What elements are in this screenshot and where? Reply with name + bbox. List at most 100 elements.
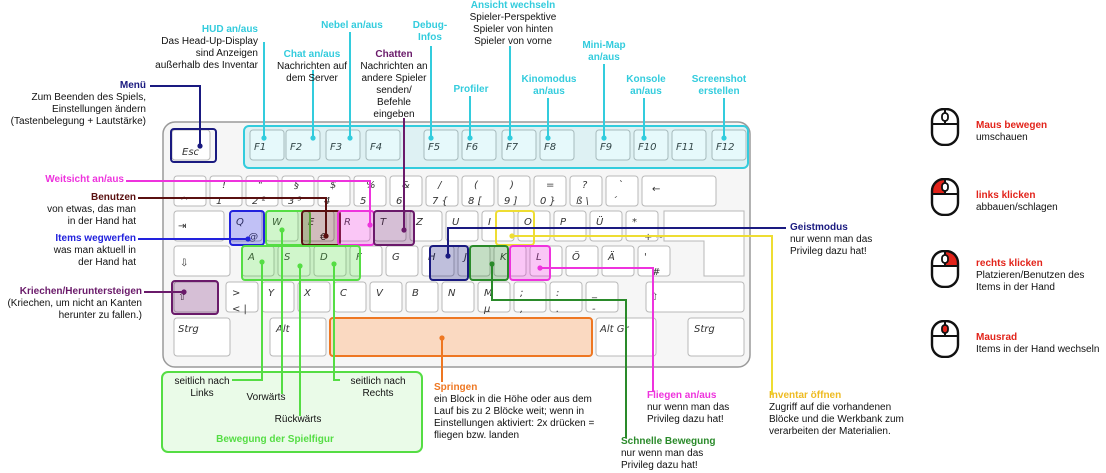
key-y-row-label-1: Y (268, 288, 275, 299)
move-right-label: seitlich nach Rechts (350, 376, 406, 399)
t-highlight (373, 210, 415, 246)
chatten-line-dot (401, 227, 407, 233)
key-tab-label: ⇥ (178, 221, 186, 232)
key-num-top-6: & (402, 180, 410, 191)
key-y-row-label-0: > (232, 288, 240, 299)
key-shift-right-label: ⇧ (650, 292, 658, 303)
ghost-label: Geistmodus nur wenn man das Privileg daz… (790, 222, 873, 257)
key-y-row-label-2: X (303, 288, 312, 299)
key-y-row-label-8: ; (520, 288, 523, 299)
key-num-top-2: " (258, 180, 263, 191)
key-y-row-label-9: : (556, 288, 559, 299)
key-q-row-5 (409, 210, 443, 242)
key-capslock (173, 245, 231, 277)
console-label: Konsole an/aus (626, 74, 666, 97)
key-strg-left (173, 317, 231, 357)
esc-highlight (170, 128, 217, 163)
key-q-row-label-2: E (308, 217, 315, 228)
key-num-8 (461, 175, 495, 207)
key-num-11 (569, 175, 603, 207)
mouse-wheel (941, 112, 949, 122)
move-title-label: Bewegung der Spielfigur (216, 434, 334, 445)
key-q-row-label-7: I (488, 217, 491, 228)
key-q-row-label-0: Q (236, 217, 244, 228)
key-f12 (711, 129, 747, 161)
key-a-row-label-0: A (247, 252, 255, 263)
key-y-row-10 (585, 281, 619, 313)
key-f1-label: F1 (254, 142, 266, 153)
hud-label: HUD an/aus Das Head-Up-Display sind Anze… (155, 24, 258, 71)
key-num-bot-1: 1 (216, 196, 222, 207)
key-y-row-3 (333, 281, 367, 313)
key-y-row-sub-7: µ (483, 304, 490, 315)
view-line-dot (507, 135, 513, 141)
key-num-bot-8: 8 [ (468, 196, 483, 207)
screenshot-label: Screenshot erstellen (691, 74, 747, 97)
minimap-label: Mini-Map an/aus (582, 40, 626, 63)
key-f7-label: F7 (506, 142, 519, 153)
key-num-top-12: ` (618, 179, 623, 191)
fly-line (540, 267, 654, 392)
key-num-12 (605, 175, 639, 207)
key-y-row-2 (297, 281, 331, 313)
inventory-line-dot (509, 233, 515, 239)
key-q-row-sub-11: + ~ (644, 232, 664, 243)
key-y-row-sub-10: - (592, 304, 596, 315)
debug-line-dot (428, 135, 434, 141)
use-label: Benutzen von etwas, das man in der Hand … (47, 192, 136, 227)
key-q-row-label-6: U (452, 217, 460, 228)
key-f11 (671, 129, 707, 161)
fog-line-dot (347, 135, 353, 141)
move-left-label: seitlich nach Links (174, 376, 230, 399)
key-f4 (365, 129, 401, 161)
cinema-line-dot (545, 135, 551, 141)
move-left-line (232, 262, 263, 381)
key-f2-label: F2 (290, 142, 302, 153)
key-num-bot-3: 3 ³ (288, 196, 302, 207)
inventory-line (512, 235, 773, 395)
key-y-row-label-3: C (340, 288, 347, 299)
key-q-row-label-5: Z (415, 217, 424, 228)
key-backspace (641, 175, 717, 207)
move-left-line-dot (259, 259, 265, 265)
key-num-top-9: ) (509, 180, 514, 191)
key-num-10 (533, 175, 567, 207)
key-a-row-label-5: H (428, 252, 436, 263)
key-num-bot-12: ´ (612, 195, 618, 207)
key-f10-label: F10 (638, 142, 656, 153)
mouse-wheel (941, 324, 949, 334)
ghost-line-dot (445, 253, 451, 259)
move-fwd-line-dot (279, 227, 285, 233)
mouse-wheel-icon (930, 320, 960, 358)
key-q-row-label-1: W (272, 217, 283, 228)
key-capslock-label: ⇩ (180, 258, 188, 269)
key-q-row-6 (445, 210, 479, 242)
e-highlight (301, 210, 341, 246)
key-q-row-11 (625, 210, 659, 242)
key-q-row-7 (481, 210, 515, 242)
key-esc-label: Esc (182, 147, 200, 158)
key-strg-left-label: Strg (178, 324, 199, 335)
key-y-row-8 (513, 281, 547, 313)
key-num-bot-6: 6 (396, 196, 402, 207)
farview-label: Weitsicht an/aus (45, 174, 124, 185)
cinema-label: Kinomodus an/aus (521, 74, 577, 97)
key-y-row-label-7: M (484, 288, 493, 299)
key-f1 (249, 129, 285, 161)
key-f3-label: F3 (330, 142, 342, 153)
fog-label: Nebel an/aus (321, 20, 383, 31)
key-num-top-11: ? (582, 180, 588, 191)
hud-line-dot (261, 135, 267, 141)
move-right-line-dot (331, 261, 337, 267)
key-f8-label: F8 (544, 142, 556, 153)
key-a-row-label-4: G (392, 252, 400, 263)
key-y-row-1 (261, 281, 295, 313)
key-num-top-1: ! (222, 180, 226, 191)
key-num-bot-11: ß \ (576, 196, 589, 207)
mouse-move-icon (930, 108, 960, 146)
key-q-row-9 (553, 210, 587, 242)
minimap-line-dot (601, 135, 607, 141)
key-a-row-9 (565, 245, 599, 277)
drop-label: Items wegwerfen was man aktuell in der H… (53, 233, 136, 268)
view-label: Ansicht wechseln Spieler-Perspektive Spi… (469, 0, 557, 47)
